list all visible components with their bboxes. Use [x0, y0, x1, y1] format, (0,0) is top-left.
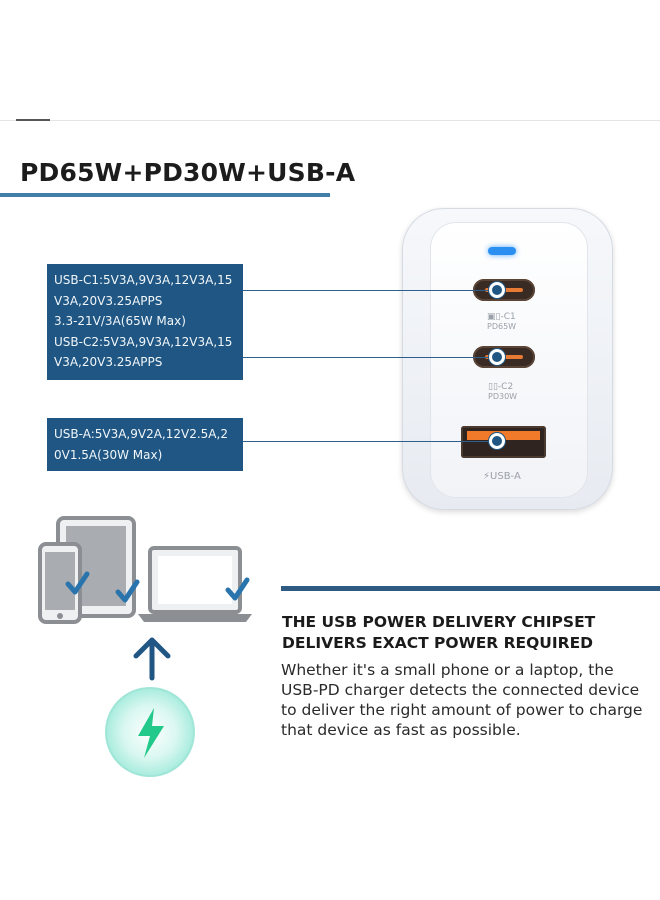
spec-line: V3A,20V3.25APPS — [54, 293, 163, 308]
connector-c2 — [243, 357, 498, 358]
page-title: PD65W+PD30W+USB-A — [20, 158, 356, 187]
top-divider-accent — [16, 119, 50, 121]
spec-line: USB-C1:5V3A,9V3A,12V3A,15 — [54, 273, 233, 287]
check-icon — [115, 579, 140, 603]
title-underline — [0, 193, 330, 197]
usb-c-spec-box: USB-C1:5V3A,9V3A,12V3A,15 V3A,20V3.25APP… — [47, 264, 243, 380]
feature-heading: THE USB POWER DELIVERY CHIPSET DELIVERS … — [282, 612, 595, 654]
usb-a-label-text: USB-A — [490, 471, 521, 482]
usb-c1-label: ▣▯-C1 PD65W — [487, 312, 517, 331]
c1-power-text: PD65W — [487, 322, 517, 331]
power-bolt-icon — [105, 687, 195, 777]
heading-line: THE USB POWER DELIVERY CHIPSET — [282, 613, 596, 631]
description-line: Whether it's a small phone or a laptop, … — [281, 661, 614, 679]
feature-description: Whether it's a small phone or a laptop, … — [281, 660, 642, 740]
description-line: that device as fast as possible. — [281, 721, 521, 739]
description-line: USB-PD charger detects the connected dev… — [281, 681, 640, 699]
lightning-icon: ⚡ — [483, 471, 491, 482]
laptop-icon — [138, 546, 252, 622]
section-divider — [281, 586, 660, 591]
check-icon — [65, 571, 90, 595]
usb-a-label: ⚡USB-A — [483, 472, 521, 482]
heading-line: DELIVERS EXACT POWER REQUIRED — [282, 634, 594, 652]
pointer-dot-a — [489, 433, 505, 449]
phone-icon — [38, 542, 82, 624]
arrow-up-icon — [133, 637, 171, 681]
connector-a — [243, 441, 498, 442]
power-led — [488, 247, 516, 255]
connector-c1 — [243, 290, 498, 291]
spec-line: 3.3-21V/3A(65W Max) — [54, 314, 186, 328]
c1-label-text: C1 — [503, 312, 516, 322]
spec-line: 0V1.5A(30W Max) — [54, 447, 163, 462]
pointer-dot-c1 — [489, 282, 505, 298]
check-icon — [225, 577, 250, 601]
c2-label-text: C2 — [501, 382, 514, 392]
top-divider — [0, 120, 660, 121]
spec-line: V3A,20V3.25APPS — [54, 355, 163, 369]
spec-line: USB-C2:5V3A,9V3A,12V3A,15 — [54, 334, 233, 349]
usb-a-spec-box: USB-A:5V3A,9V2A,12V2.5A,2 0V1.5A(30W Max… — [47, 418, 243, 471]
c2-power-text: PD30W — [488, 392, 518, 401]
pointer-dot-c2 — [489, 349, 505, 365]
device-illustration — [38, 516, 252, 777]
spec-line: USB-A:5V3A,9V2A,12V2.5A,2 — [54, 427, 228, 441]
usb-c2-label: ▯▯-C2 PD30W — [488, 382, 518, 401]
description-line: to deliver the right amount of power to … — [281, 701, 643, 719]
